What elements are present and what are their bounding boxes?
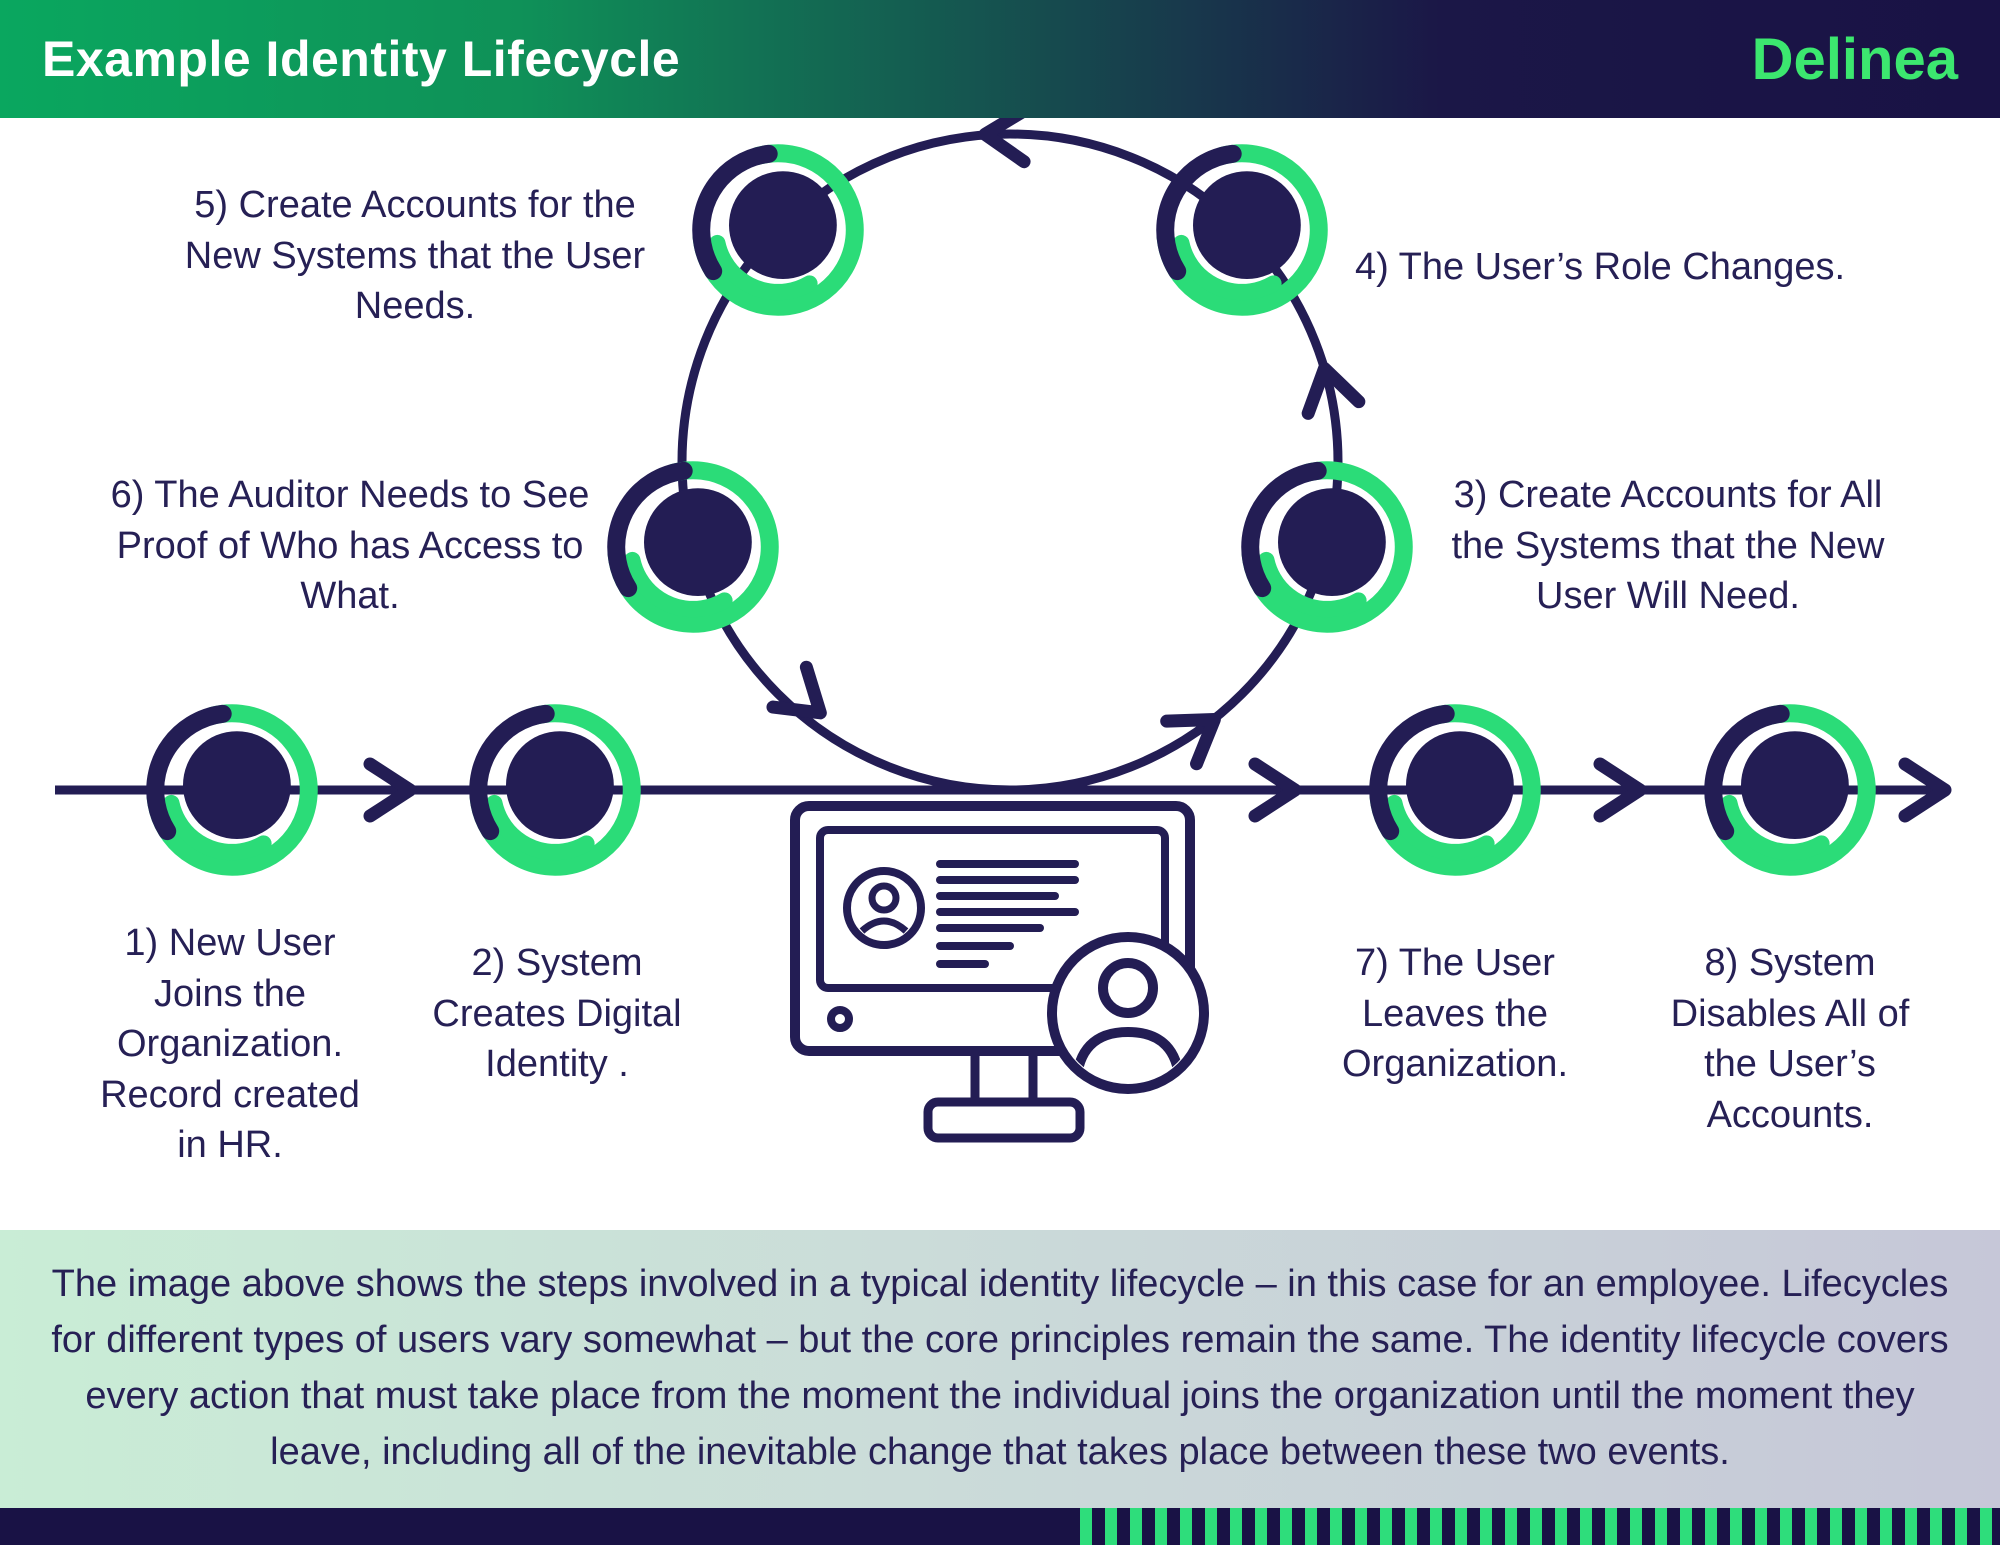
node-step-8 <box>1692 692 1888 888</box>
step-label-2: 2) System Creates Digital Identity . <box>432 942 682 1086</box>
arrow-loop-top-icon <box>984 118 1026 162</box>
lifecycle-diagram: 5) Create Accounts for the New Systems t… <box>0 118 2000 1230</box>
step-label-5: 5) Create Accounts for the New Systems t… <box>184 184 646 328</box>
monitor-identity-icon <box>790 801 1209 1143</box>
power-dot-icon <box>827 1006 853 1032</box>
footer-bar <box>0 1508 2000 1545</box>
node-step-7 <box>1357 692 1553 888</box>
node-step-6 <box>595 449 791 645</box>
description-panel: The image above shows the steps involved… <box>0 1230 2000 1508</box>
header-bar: Example Identity Lifecycle Delinea <box>0 0 2000 118</box>
delinea-logo: Delinea <box>1751 26 1958 92</box>
node-step-1 <box>134 692 330 888</box>
step-label-7: 7) The User Leaves the Organization. <box>1341 942 1568 1086</box>
description-text: The image above shows the steps involved… <box>51 1263 1949 1473</box>
footer-stripes <box>1080 1508 2000 1545</box>
identity-text-lines <box>936 860 1079 968</box>
node-step-3 <box>1229 449 1425 645</box>
page-title: Example Identity Lifecycle <box>42 31 681 87</box>
flow-lines <box>55 118 2000 1143</box>
step-label-4: 4) The User’s Role Changes. <box>1354 246 1846 288</box>
node-step-2 <box>457 692 653 888</box>
node-step-5 <box>680 132 876 328</box>
avatar-icon <box>843 867 925 949</box>
user-icon <box>1071 958 1185 1083</box>
step-label-3: 3) Create Accounts for All the Systems t… <box>1451 474 1885 618</box>
node-step-4 <box>1144 132 1340 328</box>
step-label-8: 8) System Disables All of the User’s Acc… <box>1670 942 1910 1136</box>
step-label-1: 1) New User Joins the Organization. Reco… <box>100 922 360 1167</box>
step-label-6: 6) The Auditor Needs to See Proof of Who… <box>110 474 590 618</box>
